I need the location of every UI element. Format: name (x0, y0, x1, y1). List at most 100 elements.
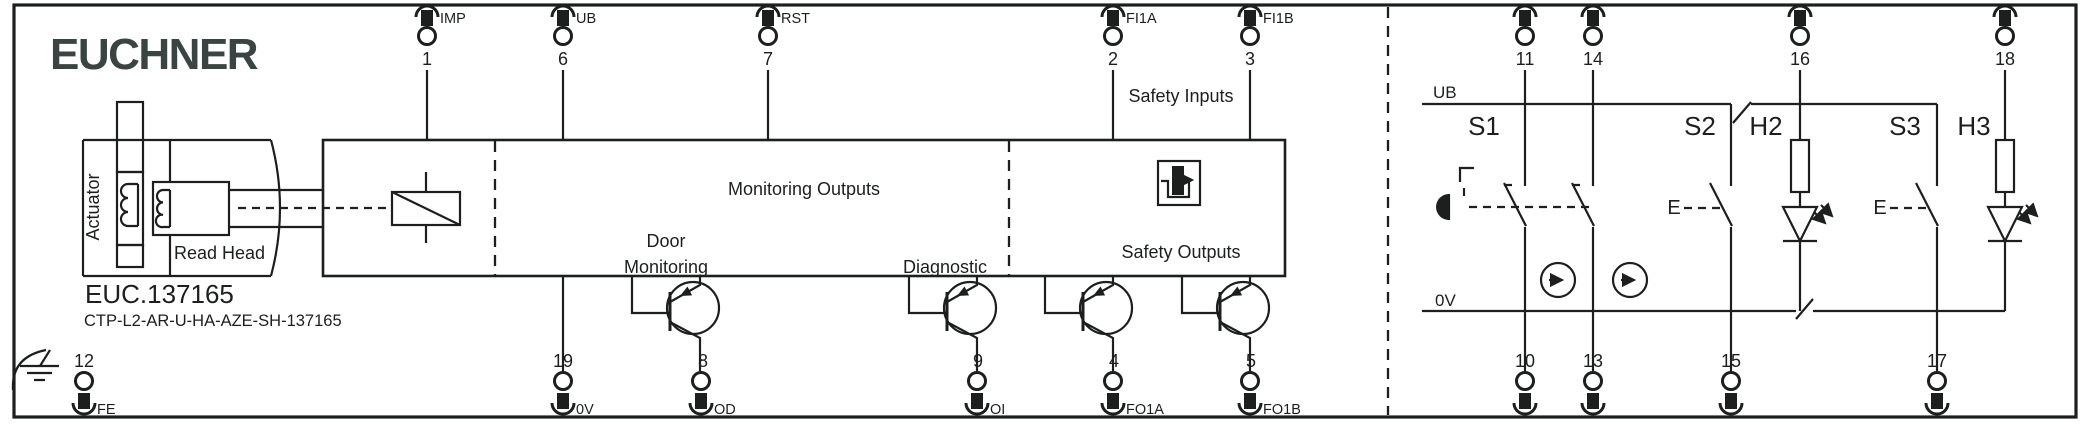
terminal-number: 11 (1516, 49, 1535, 69)
connector-plug-icon (550, 371, 576, 416)
switch-contact-icon (1915, 182, 1939, 227)
wiring-terminal-16: 16 (1787, 4, 1813, 69)
switch-s1 (1436, 70, 1647, 371)
actuator-label: Actuator (83, 173, 103, 240)
switch-s2: E (1667, 104, 1733, 371)
resistor-icon (1994, 138, 2016, 194)
connector-plug-icon (1787, 4, 1813, 46)
connector-plug-icon (71, 371, 97, 416)
terminal-number: 4 (1109, 351, 1119, 371)
device-terminal-8: 8 OD (630, 274, 736, 418)
h2-label: H2 (1749, 111, 1782, 141)
connector-plug-icon (755, 4, 781, 46)
terminal-signal: OI (990, 402, 1005, 418)
device-terminal-7: RST 7 (755, 4, 810, 140)
actuation-direction-icon (1613, 263, 1647, 297)
terminal-signal: OD (714, 402, 736, 418)
device-terminal-3: FI1B 3 (1237, 4, 1294, 140)
device-terminal-6: UB 6 (550, 4, 596, 140)
connector-plug-icon (688, 371, 714, 416)
ground-icon (11, 348, 59, 391)
actuator-read-head-assembly: Actuator Read Head (81, 100, 392, 278)
connector-plug-icon (1580, 4, 1606, 46)
device-terminal-4: 4 FO1A (1043, 274, 1164, 418)
connector-plug-icon (550, 4, 576, 46)
resistor-icon (1789, 138, 1811, 194)
terminal-number: 2 (1108, 49, 1118, 69)
wiring-terminal-15: 15 (1718, 351, 1744, 416)
h3-label: H3 (1957, 111, 1990, 141)
guard-lock-icon (1156, 159, 1202, 207)
terminal-number: 19 (553, 351, 573, 371)
s2-label: S2 (1684, 111, 1716, 141)
connector-plug-icon (1580, 371, 1606, 416)
switch-contact-icon (1571, 182, 1595, 227)
diagnostic-label: Diagnostic (903, 257, 987, 277)
connector-plug-icon (1100, 4, 1126, 46)
read-head-label: Read Head (174, 243, 265, 263)
ub-rail-label: UB (1433, 83, 1457, 102)
terminal-number: 15 (1721, 351, 1741, 371)
rail-break-icon (1795, 298, 1814, 320)
connector-plug-icon (1512, 371, 1538, 416)
s3-label: S3 (1889, 111, 1921, 141)
terminal-signal: FE (97, 402, 116, 418)
terminal-number: 9 (973, 351, 983, 371)
switch-s3: E (1873, 104, 1939, 371)
terminal-number: 17 (1927, 351, 1947, 371)
terminal-number: 3 (1245, 49, 1255, 69)
terminal-number: 8 (698, 351, 708, 371)
brand-logo: EUCHNER (50, 30, 258, 79)
terminal-number: 18 (1995, 49, 2015, 69)
diagram-frame (12, 3, 2078, 419)
connector-plug-icon (414, 4, 440, 46)
terminal-number: 5 (1246, 351, 1256, 371)
safety-outputs-label: Safety Outputs (1121, 242, 1240, 262)
terminal-number: 6 (558, 49, 568, 69)
device-terminal-2: FI1A 2 (1100, 4, 1157, 140)
rfid-transceiver-icon (390, 172, 462, 243)
monitoring-outputs-label: Monitoring Outputs (728, 179, 880, 199)
switch-contact-icon (1503, 182, 1527, 227)
terminal-number: 16 (1790, 49, 1810, 69)
led-icon (1783, 205, 1832, 241)
device-terminal-19: 19 0V (550, 276, 594, 418)
terminal-number: 12 (74, 351, 94, 371)
wiring-example: UB 0V S1 S2 H2 S3 H3 (1422, 4, 2037, 416)
connector-plug-icon (1718, 371, 1744, 416)
door-monitoring-label-1: Door (646, 231, 685, 251)
terminal-signal: RST (781, 11, 810, 27)
connector-plug-icon (1237, 4, 1263, 46)
rail-break-icon (1732, 101, 1752, 124)
led-icon (1988, 205, 2037, 241)
read-head-coil-icon (154, 188, 172, 229)
actuator-icon (115, 100, 145, 269)
terminal-number: 14 (1583, 49, 1603, 69)
door-monitoring-label-2: Monitoring (624, 257, 708, 277)
terminal-signal: UB (576, 11, 596, 27)
manual-actuation-label: E (1873, 197, 1886, 219)
connector-plug-icon (1992, 4, 2018, 46)
terminal-number: 13 (1583, 351, 1603, 371)
terminal-number: 10 (1515, 351, 1535, 371)
wiring-terminal-11: 11 (1512, 4, 1538, 69)
switch-contact-icon (1709, 182, 1733, 227)
safety-inputs-label: Safety Inputs (1128, 86, 1233, 106)
functional-earth: 12 FE (11, 348, 116, 418)
type-code: CTP-L2-AR-U-HA-AZE-SH-137165 (84, 312, 342, 330)
terminal-signal: FO1B (1263, 402, 1301, 418)
terminal-signal: FO1A (1126, 402, 1164, 418)
wiring-terminal-17: 17 (1924, 351, 1950, 416)
terminal-signal: FI1A (1126, 11, 1157, 27)
wiring-terminal-18: 18 (1992, 4, 2018, 69)
device-terminal-1: IMP 1 (414, 4, 466, 140)
device-terminal-9: 9 OI (907, 274, 1005, 418)
read-head-box (151, 180, 231, 237)
zerov-rail-label: 0V (1435, 291, 1456, 310)
connector-plug-icon (1237, 371, 1263, 416)
terminal-signal: IMP (440, 11, 466, 27)
connector-plug-icon (964, 371, 990, 416)
lamp-h3 (1988, 70, 2037, 311)
